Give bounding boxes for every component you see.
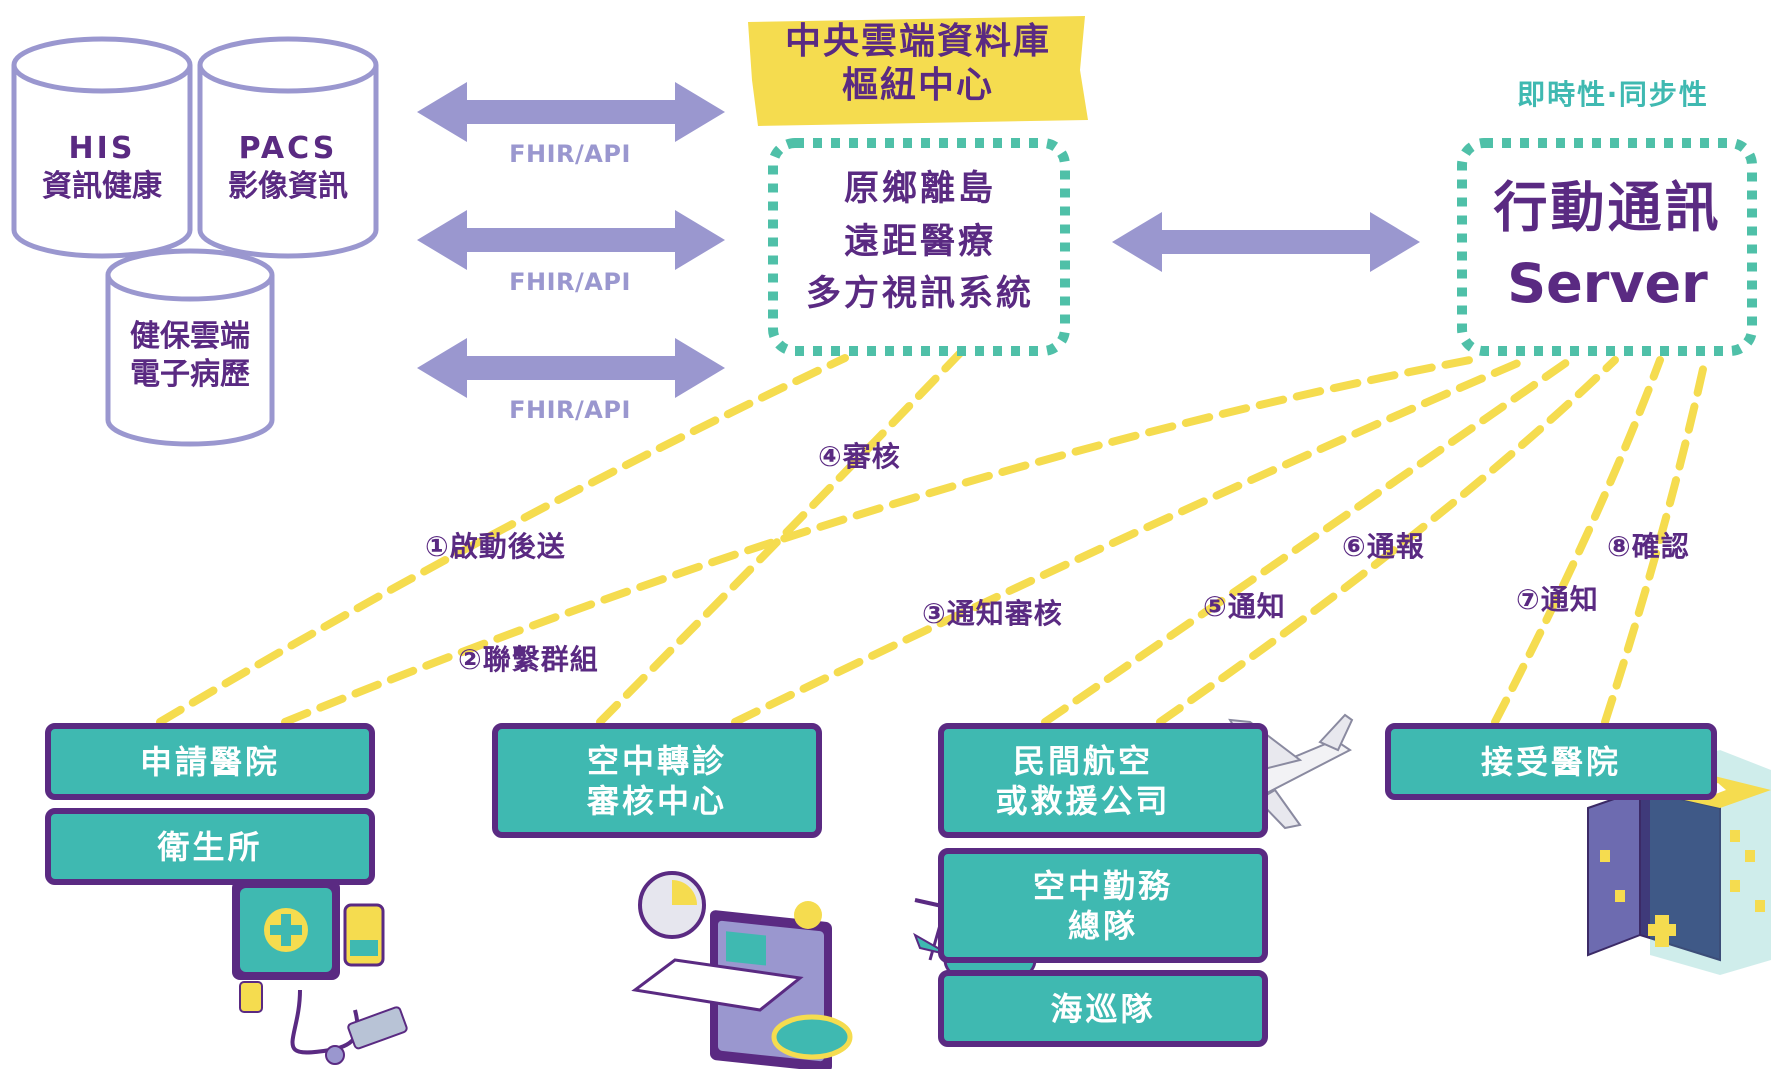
connector-lines	[156, 344, 1709, 726]
telemedicine-line1: 原鄉離島	[843, 169, 996, 209]
fhir-arrows	[417, 82, 1420, 398]
step-4-label: ④審核	[818, 440, 901, 473]
double-arrow-1	[417, 82, 725, 142]
telemedicine-line3: 多方視訊系統	[805, 274, 1034, 314]
central-db-highlight	[748, 16, 1088, 126]
his-title: HIS	[68, 131, 136, 166]
telemedicine-line2: 遠距醫療	[843, 221, 996, 262]
server-dotted-box	[1457, 138, 1757, 356]
telemedicine-dotted-box	[768, 138, 1070, 356]
server-line1: 行動通訊	[1493, 176, 1722, 239]
line-step5	[1041, 356, 1574, 726]
double-arrow-3	[417, 338, 725, 398]
air-service-line2: 總隊	[1067, 906, 1138, 945]
review-center-line1: 空中轉診	[586, 741, 727, 780]
step-1-label: ①啟動後送	[425, 530, 566, 563]
nhi-database-label: 健保雲端 電子病歷	[110, 318, 270, 395]
line-step2	[281, 356, 1474, 726]
line-step7	[1491, 356, 1664, 726]
health-center-box: 衛生所	[45, 808, 375, 885]
database-pacs-cylinder	[197, 36, 379, 259]
his-subtitle: 資訊健康	[42, 169, 162, 205]
central-db-line2: 樞紐中心	[841, 64, 994, 106]
step-3-label: ③通知審核	[922, 597, 1063, 630]
server-line2: Server	[1507, 251, 1708, 315]
accept-hospital-label: 接受醫院	[1480, 742, 1621, 781]
airline-box: 民間航空 或救援公司	[938, 723, 1268, 838]
line-step4	[596, 344, 969, 726]
nhi-line1: 健保雲端	[130, 319, 250, 354]
central-db-title: 中央雲端資料庫 樞紐中心	[748, 20, 1088, 108]
server-tag: 即時性‧同步性	[1517, 78, 1709, 111]
pacs-subtitle: 影像資訊	[228, 169, 348, 205]
coast-guard-box: 海巡隊	[938, 970, 1268, 1047]
airline-line1: 民間航空	[1012, 741, 1153, 780]
step-7-label: ⑦通知	[1516, 583, 1599, 616]
step-6-label: ⑥通報	[1342, 530, 1425, 563]
health-center-label: 衛生所	[157, 827, 263, 866]
his-database-label: HIS 資訊健康	[24, 130, 180, 207]
central-db-line1: 中央雲端資料庫	[784, 21, 1051, 62]
apply-hospital-box: 申請醫院	[45, 723, 375, 800]
line-step1	[156, 354, 849, 726]
double-arrow-server	[1112, 212, 1420, 272]
line-step3	[731, 356, 1529, 726]
fhir-label-2: FHIR/API	[509, 268, 631, 296]
review-center-line2: 審核中心	[586, 781, 727, 820]
pacs-database-label: PACS 影像資訊	[210, 130, 366, 207]
step-8-label: ⑧確認	[1607, 530, 1690, 563]
pacs-title: PACS	[238, 131, 338, 166]
line-step8	[1601, 356, 1709, 726]
computer-illustration	[631, 871, 853, 1069]
line-step6	[1156, 356, 1619, 726]
nhi-line2: 電子病歷	[130, 357, 250, 393]
airline-line2: 或救援公司	[995, 781, 1171, 820]
fhir-label-1: FHIR/API	[509, 140, 631, 168]
medical-kit-illustration	[232, 857, 408, 1065]
database-his-cylinder	[11, 36, 193, 259]
server-title: 行動通訊 Server	[1470, 170, 1745, 321]
telemedicine-title: 原鄉離島 遠距醫療 多方視訊系統	[780, 163, 1060, 321]
fhir-label-3: FHIR/API	[509, 396, 631, 424]
coast-guard-label: 海巡隊	[1050, 989, 1156, 1028]
step-5-label: ⑤通知	[1203, 590, 1286, 623]
double-arrow-2	[417, 210, 725, 270]
step-2-label: ②聯繫群組	[458, 643, 599, 676]
air-service-line1: 空中勤務	[1032, 866, 1173, 905]
accept-hospital-box: 接受醫院	[1385, 723, 1717, 800]
apply-hospital-label: 申請醫院	[139, 742, 280, 781]
air-service-box: 空中勤務 總隊	[938, 848, 1268, 963]
database-nhi-cylinder	[105, 248, 275, 447]
review-center-box: 空中轉診 審核中心	[492, 723, 822, 838]
